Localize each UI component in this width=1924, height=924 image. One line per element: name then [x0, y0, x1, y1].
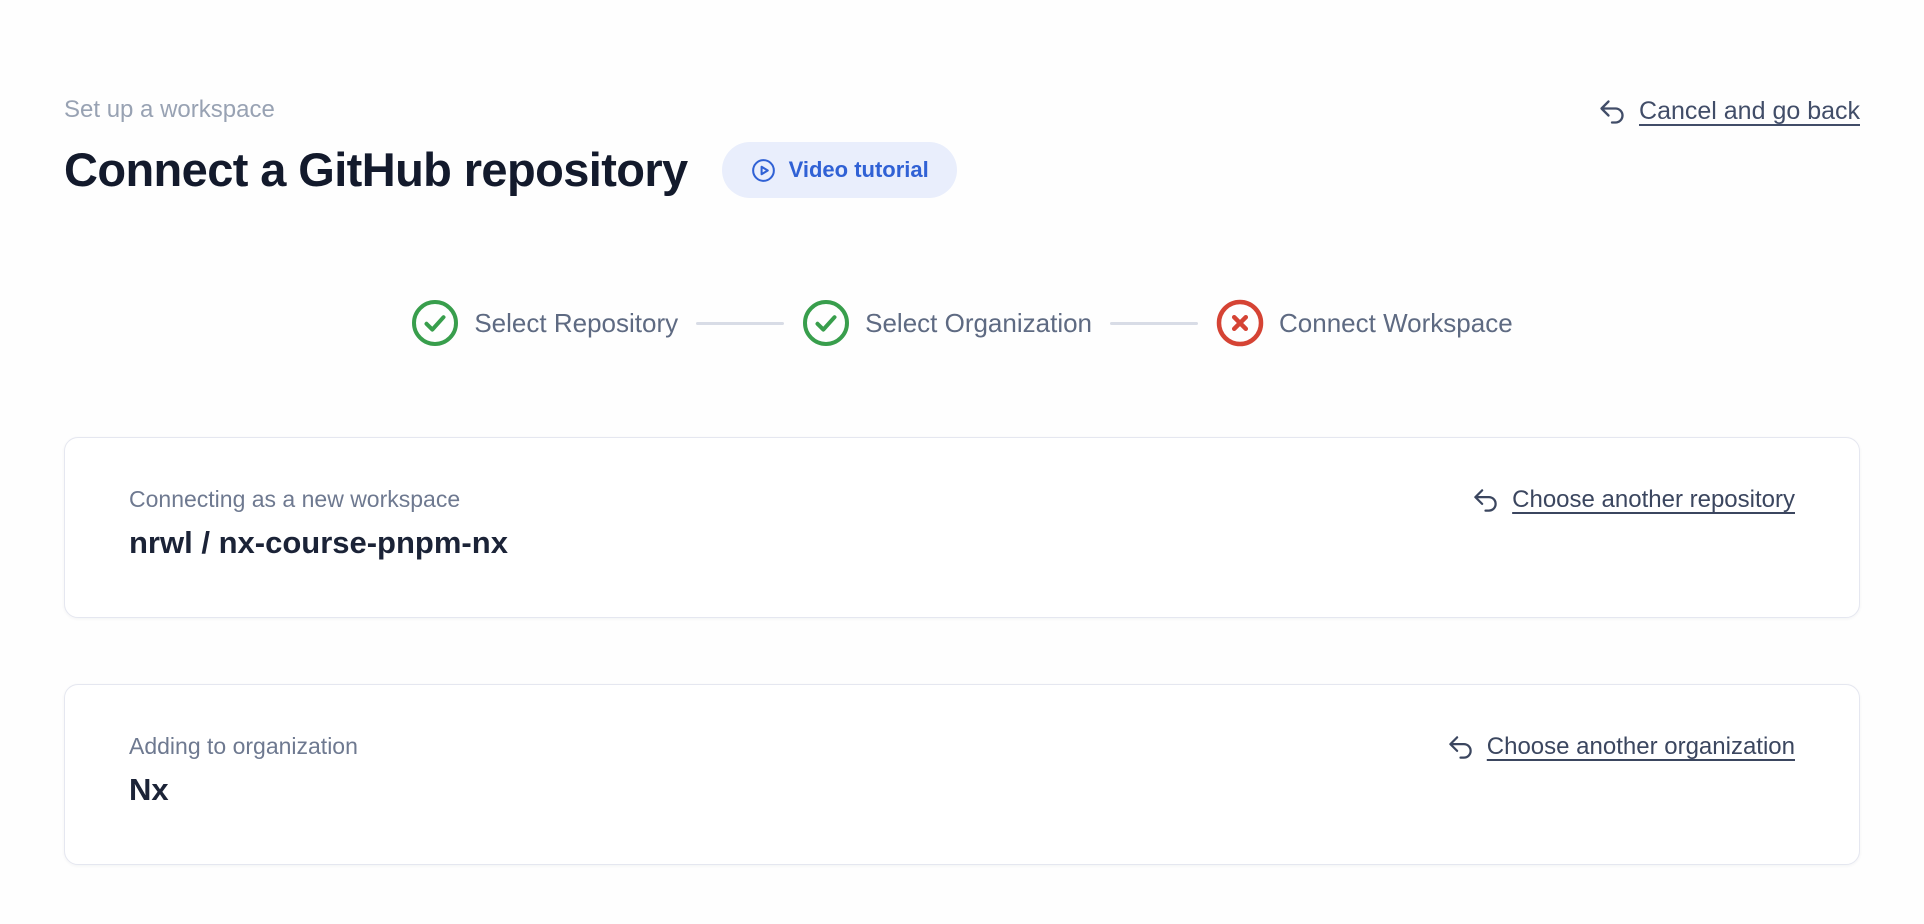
- organization-card: Adding to organization Nx Choose another…: [64, 684, 1860, 865]
- setup-stepper: Select Repository Select Organization Co…: [64, 299, 1860, 347]
- organization-name: Nx: [129, 772, 169, 807]
- undo-arrow-icon: [1598, 98, 1626, 126]
- check-circle-icon: [802, 299, 850, 347]
- choose-another-repository-label: Choose another repository: [1512, 486, 1795, 513]
- title-row: Connect a GitHub repository Video tutori…: [64, 141, 1860, 199]
- repository-owner: nrwl: [129, 525, 193, 560]
- step-select-repository: Select Repository: [411, 299, 678, 347]
- step-select-organization: Select Organization: [802, 299, 1092, 347]
- organization-card-info: Adding to organization Nx: [129, 731, 358, 810]
- cancel-and-go-back-label: Cancel and go back: [1639, 97, 1860, 125]
- choose-another-repository-link[interactable]: Choose another repository: [1472, 486, 1795, 514]
- eyebrow-label: Set up a workspace: [64, 96, 275, 123]
- repository-card-info: Connecting as a new workspace nrwl / nx-…: [129, 484, 508, 563]
- repository-card-label: Connecting as a new workspace: [129, 486, 461, 512]
- choose-another-organization-link[interactable]: Choose another organization: [1447, 733, 1795, 761]
- cancel-and-go-back-link[interactable]: Cancel and go back: [1598, 97, 1860, 126]
- step-label: Select Organization: [865, 307, 1093, 338]
- undo-arrow-icon: [1472, 487, 1499, 514]
- repository-separator: /: [192, 525, 219, 560]
- video-tutorial-button[interactable]: Video tutorial: [721, 142, 957, 198]
- stepper-connector: [1110, 321, 1199, 325]
- stepper-connector: [696, 321, 785, 325]
- choose-another-organization-label: Choose another organization: [1486, 733, 1795, 760]
- step-label: Connect Workspace: [1279, 307, 1513, 338]
- step-connect-workspace: Connect Workspace: [1216, 299, 1513, 347]
- connect-repository-page: Set up a workspace Connect a GitHub repo…: [64, 95, 1860, 865]
- step-label: Select Repository: [474, 307, 679, 338]
- page-header: Set up a workspace Connect a GitHub repo…: [64, 95, 1860, 199]
- video-tutorial-label: Video tutorial: [788, 157, 929, 182]
- check-circle-icon: [411, 299, 459, 347]
- page-title: Connect a GitHub repository: [64, 143, 688, 196]
- play-circle-icon: [750, 157, 777, 184]
- undo-arrow-icon: [1447, 734, 1474, 761]
- repository-card: Connecting as a new workspace nrwl / nx-…: [64, 437, 1860, 618]
- repository-name: nx-course-pnpm-nx: [218, 525, 508, 560]
- organization-card-label: Adding to organization: [129, 733, 358, 759]
- x-circle-icon: [1216, 299, 1264, 347]
- organization-name-value: Nx: [129, 770, 358, 810]
- repository-full-name: nrwl / nx-course-pnpm-nx: [129, 523, 508, 563]
